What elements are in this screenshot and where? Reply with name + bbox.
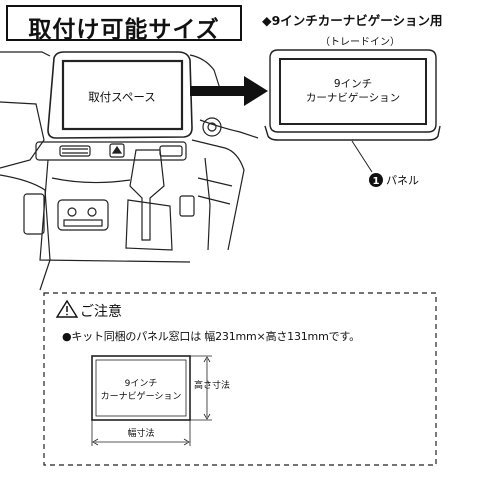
page-title: 取付け可能サイズ [28,17,220,43]
nav-unit-diagram: 9インチ カーナビゲーション [264,49,441,141]
warning-icon [55,299,79,318]
caution-title: ご注意 [80,304,122,320]
panel-callout: 1 パネル [351,140,419,187]
right-arrow-icon [190,76,268,106]
panel-number: 1 [373,176,380,187]
dashboard-illustration [0,51,259,291]
caution-width-value: 幅231mm [204,330,257,343]
nav-sub-label: （トレードイン） [320,37,400,48]
title-box: 取付け可能サイズ [6,5,242,43]
caution-times: × [256,330,266,343]
small-unit-label-line1: 9インチ [125,378,158,389]
caution-suffix: です。 [328,330,361,343]
nav-unit-label-line1: 9インチ [334,78,372,90]
small-unit-label-line2: カーナビゲーション [101,390,182,402]
install-space-label: 取付スペース [88,90,156,104]
caution-height-value: 高さ131mm [265,330,329,343]
caution-prefix: ●キット同梱のパネル窓口は [62,330,201,343]
caution-box [43,292,437,466]
nav-unit-label-line2: カーナビゲーション [306,92,400,104]
panel-label: パネル [386,174,419,187]
height-dim-label: 高さ寸法 [194,379,230,391]
dimension-diagram: 9インチ カーナビゲーション 高さ寸法 幅寸法 [91,355,230,446]
caution-line: ●キット同梱のパネル窓口は 幅231mm×高さ131mmです。 [62,328,360,344]
width-dim-label: 幅寸法 [127,427,154,439]
install-space-bezel: 取付スペース [47,51,193,139]
panel-number-badge [369,173,383,187]
nav-label: ◆9インチカーナビゲーション用 [262,13,443,28]
